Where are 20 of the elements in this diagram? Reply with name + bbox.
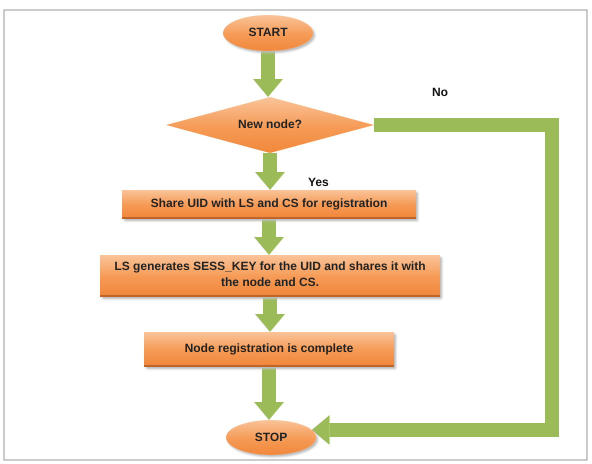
block-arrow: [254, 219, 284, 255]
block-arrow: [255, 297, 285, 332]
node-label: Share UID with LS and CS for registration: [150, 196, 388, 212]
decision-diamond: [166, 97, 374, 153]
node-label: Node registration is complete: [184, 340, 354, 356]
process-box: [100, 255, 440, 297]
node-label: New node?: [236, 117, 303, 133]
node-label: LS generates SESS_KEY for the UID and shares it with the node and CS.: [113, 259, 427, 291]
terminal-ellipse: [226, 420, 316, 455]
block-arrow: [254, 367, 284, 420]
node-label: START: [247, 25, 289, 41]
edge-label: Yes: [306, 175, 331, 189]
edge-label: No: [430, 85, 450, 99]
terminal-ellipse: [223, 15, 313, 51]
node-label: STOP: [254, 430, 288, 446]
process-box: [144, 332, 394, 367]
process-box: [122, 190, 416, 219]
block-arrow: [312, 118, 559, 445]
block-arrow: [255, 153, 285, 190]
block-arrow: [253, 51, 283, 97]
